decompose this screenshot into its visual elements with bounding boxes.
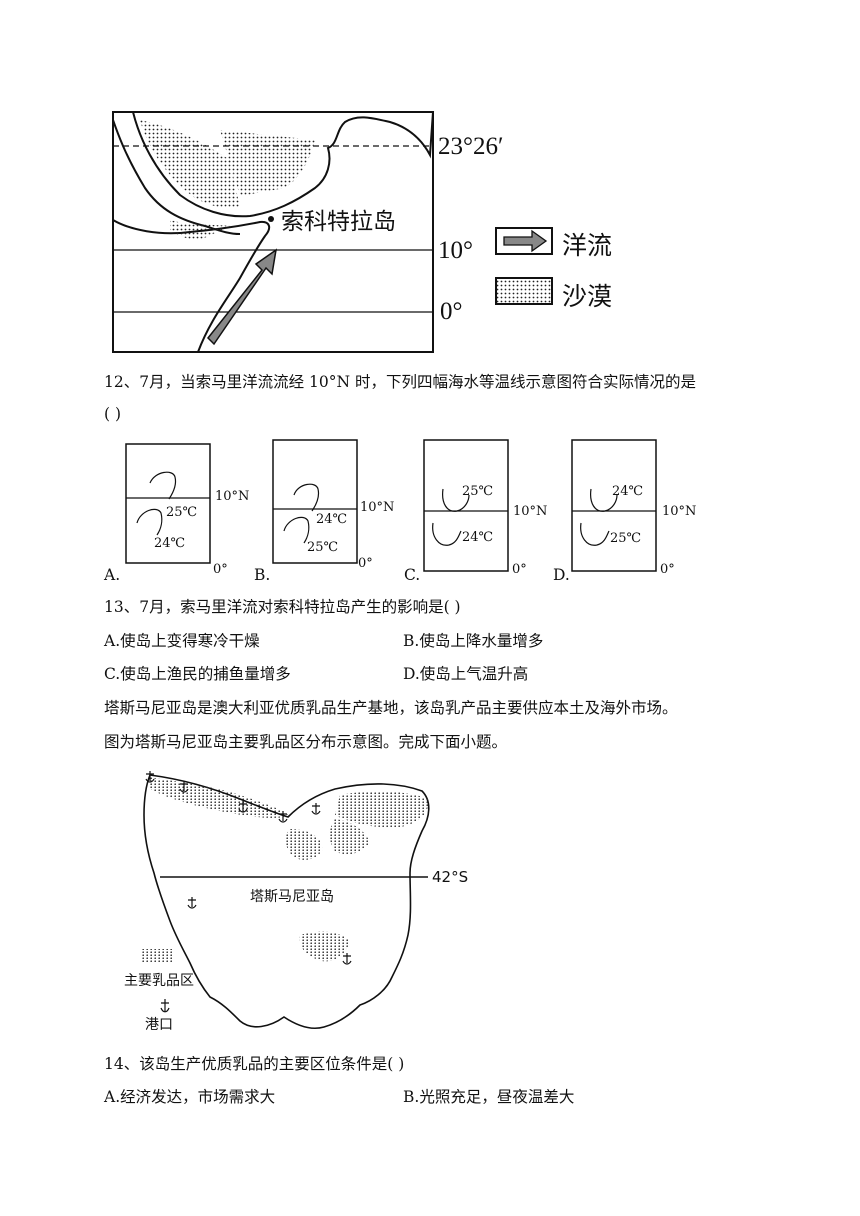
q12-diagram-c xyxy=(423,439,509,572)
legend-desert-label: 沙漠 xyxy=(562,282,613,311)
q13-option-a: A.使岛上变得寒冷干燥 xyxy=(104,632,260,650)
q12-c-upper-isotherm: 25℃ xyxy=(462,484,494,499)
q12-a-upper-isotherm: 25℃ xyxy=(166,505,198,520)
q12-c-lat-top: 10°N xyxy=(513,504,548,519)
q12-diagram-d xyxy=(571,439,657,572)
q12-c-letter: C. xyxy=(404,566,421,584)
q12-paren: ( ) xyxy=(104,405,122,423)
q12-a-lower-isotherm: 24℃ xyxy=(154,536,186,551)
q14-option-a: A.经济发达，市场需求大 xyxy=(104,1088,276,1106)
q13-option-b: B.使岛上降水量增多 xyxy=(403,632,544,650)
lat-42s-label: 42°S xyxy=(432,868,469,886)
lat-23-label: 23°26′ xyxy=(438,133,504,160)
q12-d-lat-bottom: 0° xyxy=(660,562,675,577)
legend-current-label: 洋流 xyxy=(562,231,613,260)
q12-diagram-b xyxy=(272,439,358,564)
q13-stem: 13、7月，索马里洋流对索科特拉岛产生的影响是( ) xyxy=(104,598,461,616)
legend-dairy-label: 主要乳品区 xyxy=(124,973,194,989)
q12-c-lat-bottom: 0° xyxy=(512,562,527,577)
q12-b-upper-isotherm: 24℃ xyxy=(316,512,348,527)
intro-line-2: 图为塔斯马尼亚岛主要乳品区分布示意图。完成下面小题。 xyxy=(104,733,508,751)
q12-diagram-a xyxy=(125,443,211,564)
q13-option-c: C.使岛上渔民的捕鱼量增多 xyxy=(104,665,291,683)
socotra-island-label: 索科特拉岛 xyxy=(281,209,396,235)
q12-b-lat-top: 10°N xyxy=(360,500,395,515)
q12-b-lower-isotherm: 25℃ xyxy=(307,540,339,555)
q12-d-lat-top: 10°N xyxy=(662,504,697,519)
q12-d-upper-isotherm: 24℃ xyxy=(612,484,644,499)
q14-option-b: B.光照充足，昼夜温差大 xyxy=(403,1088,575,1106)
intro-line-1: 塔斯马尼亚岛是澳大利亚优质乳品生产基地，该岛乳产品主要供应本土及海外市场。 xyxy=(104,699,678,717)
q12-stem: 12、7月，当索马里洋流流经 10°N 时，下列四幅海水等温线示意图符合实际情况… xyxy=(104,373,696,391)
q12-d-letter: D. xyxy=(553,566,570,584)
q12-a-letter: A. xyxy=(104,566,121,584)
legend-port-label: 港口 xyxy=(145,1017,173,1033)
tasmania-island-label: 塔斯马尼亚岛 xyxy=(250,889,334,905)
lat-0-label: 0° xyxy=(440,298,463,325)
q12-b-letter: B. xyxy=(254,566,271,584)
q13-option-d: D.使岛上气温升高 xyxy=(403,665,529,683)
q12-c-lower-isotherm: 24℃ xyxy=(462,530,494,545)
lat-10-label: 10° xyxy=(438,237,473,264)
q12-b-lat-bottom: 0° xyxy=(358,556,373,571)
q14-stem: 14、该岛生产优质乳品的主要区位条件是( ) xyxy=(104,1055,405,1073)
q12-a-lat-bottom: 0° xyxy=(213,562,228,577)
q12-a-lat-top: 10°N xyxy=(215,489,250,504)
somali-current-map xyxy=(112,111,553,353)
q12-d-lower-isotherm: 25℃ xyxy=(610,531,642,546)
tasmania-map xyxy=(140,771,430,1030)
